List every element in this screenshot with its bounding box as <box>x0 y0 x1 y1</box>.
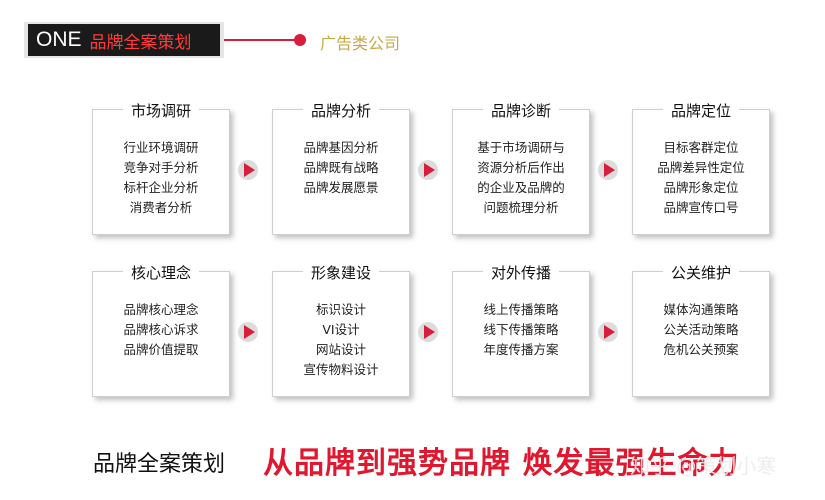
arrow-right-icon <box>238 160 258 180</box>
card-title: 核心理念 <box>122 264 199 282</box>
arrow-right-icon <box>238 322 258 342</box>
header-subtitle: 广告类公司 <box>320 34 401 53</box>
card-line: 基于市场调研与 <box>477 140 565 155</box>
card-line: 行业环境调研 <box>123 140 199 155</box>
card-line: 竞争对手分析 <box>123 160 199 175</box>
card-title: 市场调研 <box>122 102 199 120</box>
card-pr-maintenance: 公关维护 媒体沟通策略 公关活动策略 危机公关预案 <box>632 264 770 397</box>
card-title: 公关维护 <box>662 264 739 282</box>
card-line: 危机公关预案 <box>663 342 739 357</box>
card-line: 标杆企业分析 <box>123 180 199 195</box>
card-line: VI设计 <box>322 322 360 337</box>
watermark: 知乎 @策划小寒 <box>630 454 777 478</box>
arrow-right-icon <box>418 160 438 180</box>
header-dot <box>294 34 306 46</box>
card-line: 品牌基因分析 <box>303 140 379 155</box>
section-header: ONE 品牌全案策划 <box>24 22 224 58</box>
footer-label: 品牌全案策划 <box>93 452 226 477</box>
card-title: 对外传播 <box>482 264 559 282</box>
card-line: 线上传播策略 <box>483 302 559 317</box>
card-brand-analysis: 品牌分析 品牌基因分析 品牌既有战略 品牌发展愿景 <box>272 102 410 235</box>
arrow-right-icon <box>598 160 618 180</box>
card-line: 品牌形象定位 <box>663 180 739 195</box>
card-title: 品牌分析 <box>302 102 379 120</box>
section-title: 品牌全案策划 <box>89 24 220 56</box>
card-line: 品牌核心诉求 <box>123 322 199 337</box>
arrow-right-icon <box>598 322 618 342</box>
card-line: 品牌发展愿景 <box>303 180 379 195</box>
card-line: 目标客群定位 <box>663 140 739 155</box>
card-title: 形象建设 <box>302 264 379 282</box>
card-line: 资源分析后作出 <box>477 160 565 175</box>
card-line: 品牌差异性定位 <box>657 160 745 175</box>
card-title: 品牌定位 <box>662 102 739 120</box>
card-brand-diagnosis: 品牌诊断 基于市场调研与 资源分析后作出 的企业及品牌的 问题梳理分析 <box>452 102 590 235</box>
card-line: 网站设计 <box>315 342 366 357</box>
card-line: 年度传播方案 <box>483 342 559 357</box>
card-market-research: 市场调研 行业环境调研 竞争对手分析 标杆企业分析 消费者分析 <box>92 102 230 235</box>
card-line: 问题梳理分析 <box>483 200 559 215</box>
card-line: 品牌价值提取 <box>123 342 199 357</box>
card-brand-positioning: 品牌定位 目标客群定位 品牌差异性定位 品牌形象定位 品牌宣传口号 <box>632 102 770 235</box>
header-connector-line <box>224 39 300 41</box>
card-line: 的企业及品牌的 <box>477 180 565 195</box>
card-line: 品牌既有战略 <box>303 160 379 175</box>
footer-slogan: 从品牌到强势品牌 焕发最强生命力 <box>263 446 740 481</box>
card-line: 公关活动策略 <box>663 322 739 337</box>
card-core-concept: 核心理念 品牌核心理念 品牌核心诉求 品牌价值提取 <box>92 264 230 397</box>
section-number: ONE <box>28 24 90 56</box>
card-line: 品牌宣传口号 <box>663 200 739 215</box>
card-external-communication: 对外传播 线上传播策略 线下传播策略 年度传播方案 <box>452 264 590 397</box>
card-line: 线下传播策略 <box>483 322 559 337</box>
card-line: 标识设计 <box>315 302 366 317</box>
card-line: 宣传物料设计 <box>303 362 379 377</box>
card-line: 媒体沟通策略 <box>663 302 739 317</box>
card-title: 品牌诊断 <box>482 102 559 120</box>
card-image-building: 形象建设 标识设计 VI设计 网站设计 宣传物料设计 <box>272 264 410 397</box>
card-line: 品牌核心理念 <box>123 302 199 317</box>
arrow-right-icon <box>418 322 438 342</box>
card-line: 消费者分析 <box>129 200 193 215</box>
